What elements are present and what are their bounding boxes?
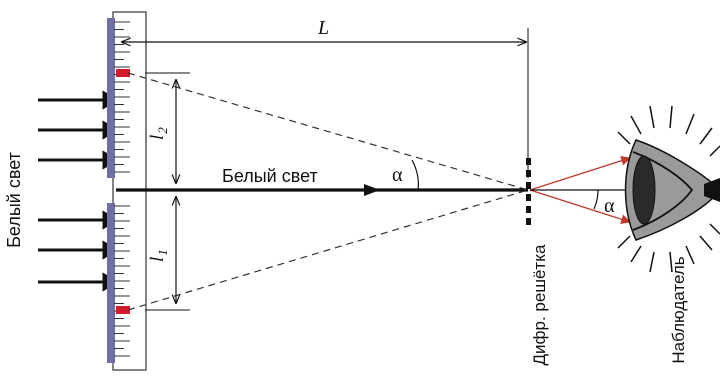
red-mark-lower (116, 306, 130, 314)
L-label: L (317, 17, 329, 39)
axis-arrowhead (364, 184, 380, 196)
red-ray-upper (529, 156, 631, 191)
dashed-line-lower (127, 189, 529, 311)
incoming-light-arrows (38, 90, 119, 292)
dashed-line-upper (127, 72, 529, 191)
alpha-arc-right (593, 189, 599, 210)
scale-strip-upper (107, 18, 115, 178)
alpha-arc-left (411, 159, 419, 191)
grating-label: Дифр. решётка (530, 244, 549, 365)
observer-eye-icon (617, 105, 720, 273)
white-light-axis-label: Белый свет (222, 166, 318, 186)
l2-label: l2 (147, 127, 170, 140)
red-ray-lower (529, 189, 631, 224)
scale-strip-lower (107, 203, 115, 363)
alpha-left-label: α (392, 164, 403, 186)
l1-label: l1 (147, 249, 170, 262)
diffraction-grating (526, 158, 531, 225)
observer-label: Наблюдатель (669, 256, 688, 363)
scale-ticks (114, 21, 130, 357)
red-mark-upper (116, 69, 130, 77)
alpha-right-label: α (604, 195, 615, 217)
white-light-side-label: Белый свет (4, 152, 24, 248)
